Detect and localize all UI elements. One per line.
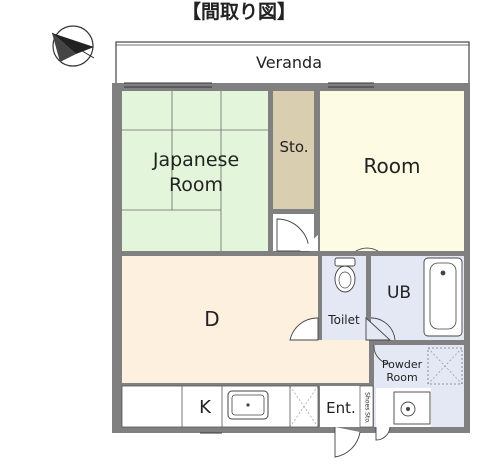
dining-extension bbox=[122, 340, 369, 383]
powder-room-label-line1: Powder bbox=[381, 358, 423, 371]
toilet-icon bbox=[334, 257, 356, 293]
window-marks bbox=[124, 82, 374, 434]
doors bbox=[276, 218, 396, 458]
toilet-label: Toilet bbox=[328, 313, 360, 327]
japanese-room-label-line1: Japanese bbox=[152, 149, 240, 171]
entrance bbox=[320, 386, 360, 427]
floor-plan-title: 【間取り図】 bbox=[181, 1, 297, 23]
veranda-label: Veranda bbox=[255, 53, 323, 72]
japanese-room-label-line2: Room bbox=[168, 174, 224, 196]
room-label: Room bbox=[363, 154, 421, 178]
tatami-lines bbox=[122, 91, 268, 251]
bathtub-icon bbox=[423, 257, 463, 337]
powder-room-label-line2: Room bbox=[386, 371, 418, 384]
shoes-storage bbox=[359, 385, 374, 428]
storage-label: Sto. bbox=[279, 138, 309, 156]
western-room bbox=[320, 91, 464, 251]
kitchen-sink-icon bbox=[227, 390, 269, 420]
dining-label: D bbox=[204, 307, 220, 331]
washing-machine-space bbox=[427, 347, 463, 385]
japanese-room bbox=[122, 91, 268, 251]
unit-bath-label: UB bbox=[386, 283, 412, 303]
washbasin-icon bbox=[393, 391, 431, 425]
veranda-area bbox=[115, 41, 470, 85]
kitchen-counter bbox=[121, 385, 319, 428]
north-arrow-icon bbox=[51, 25, 95, 67]
storage-closet bbox=[273, 91, 314, 209]
shoes-storage-label: Shoes Sto. bbox=[363, 392, 371, 424]
entrance-label: Ent. bbox=[326, 399, 356, 417]
kitchen-label: K bbox=[199, 397, 211, 418]
